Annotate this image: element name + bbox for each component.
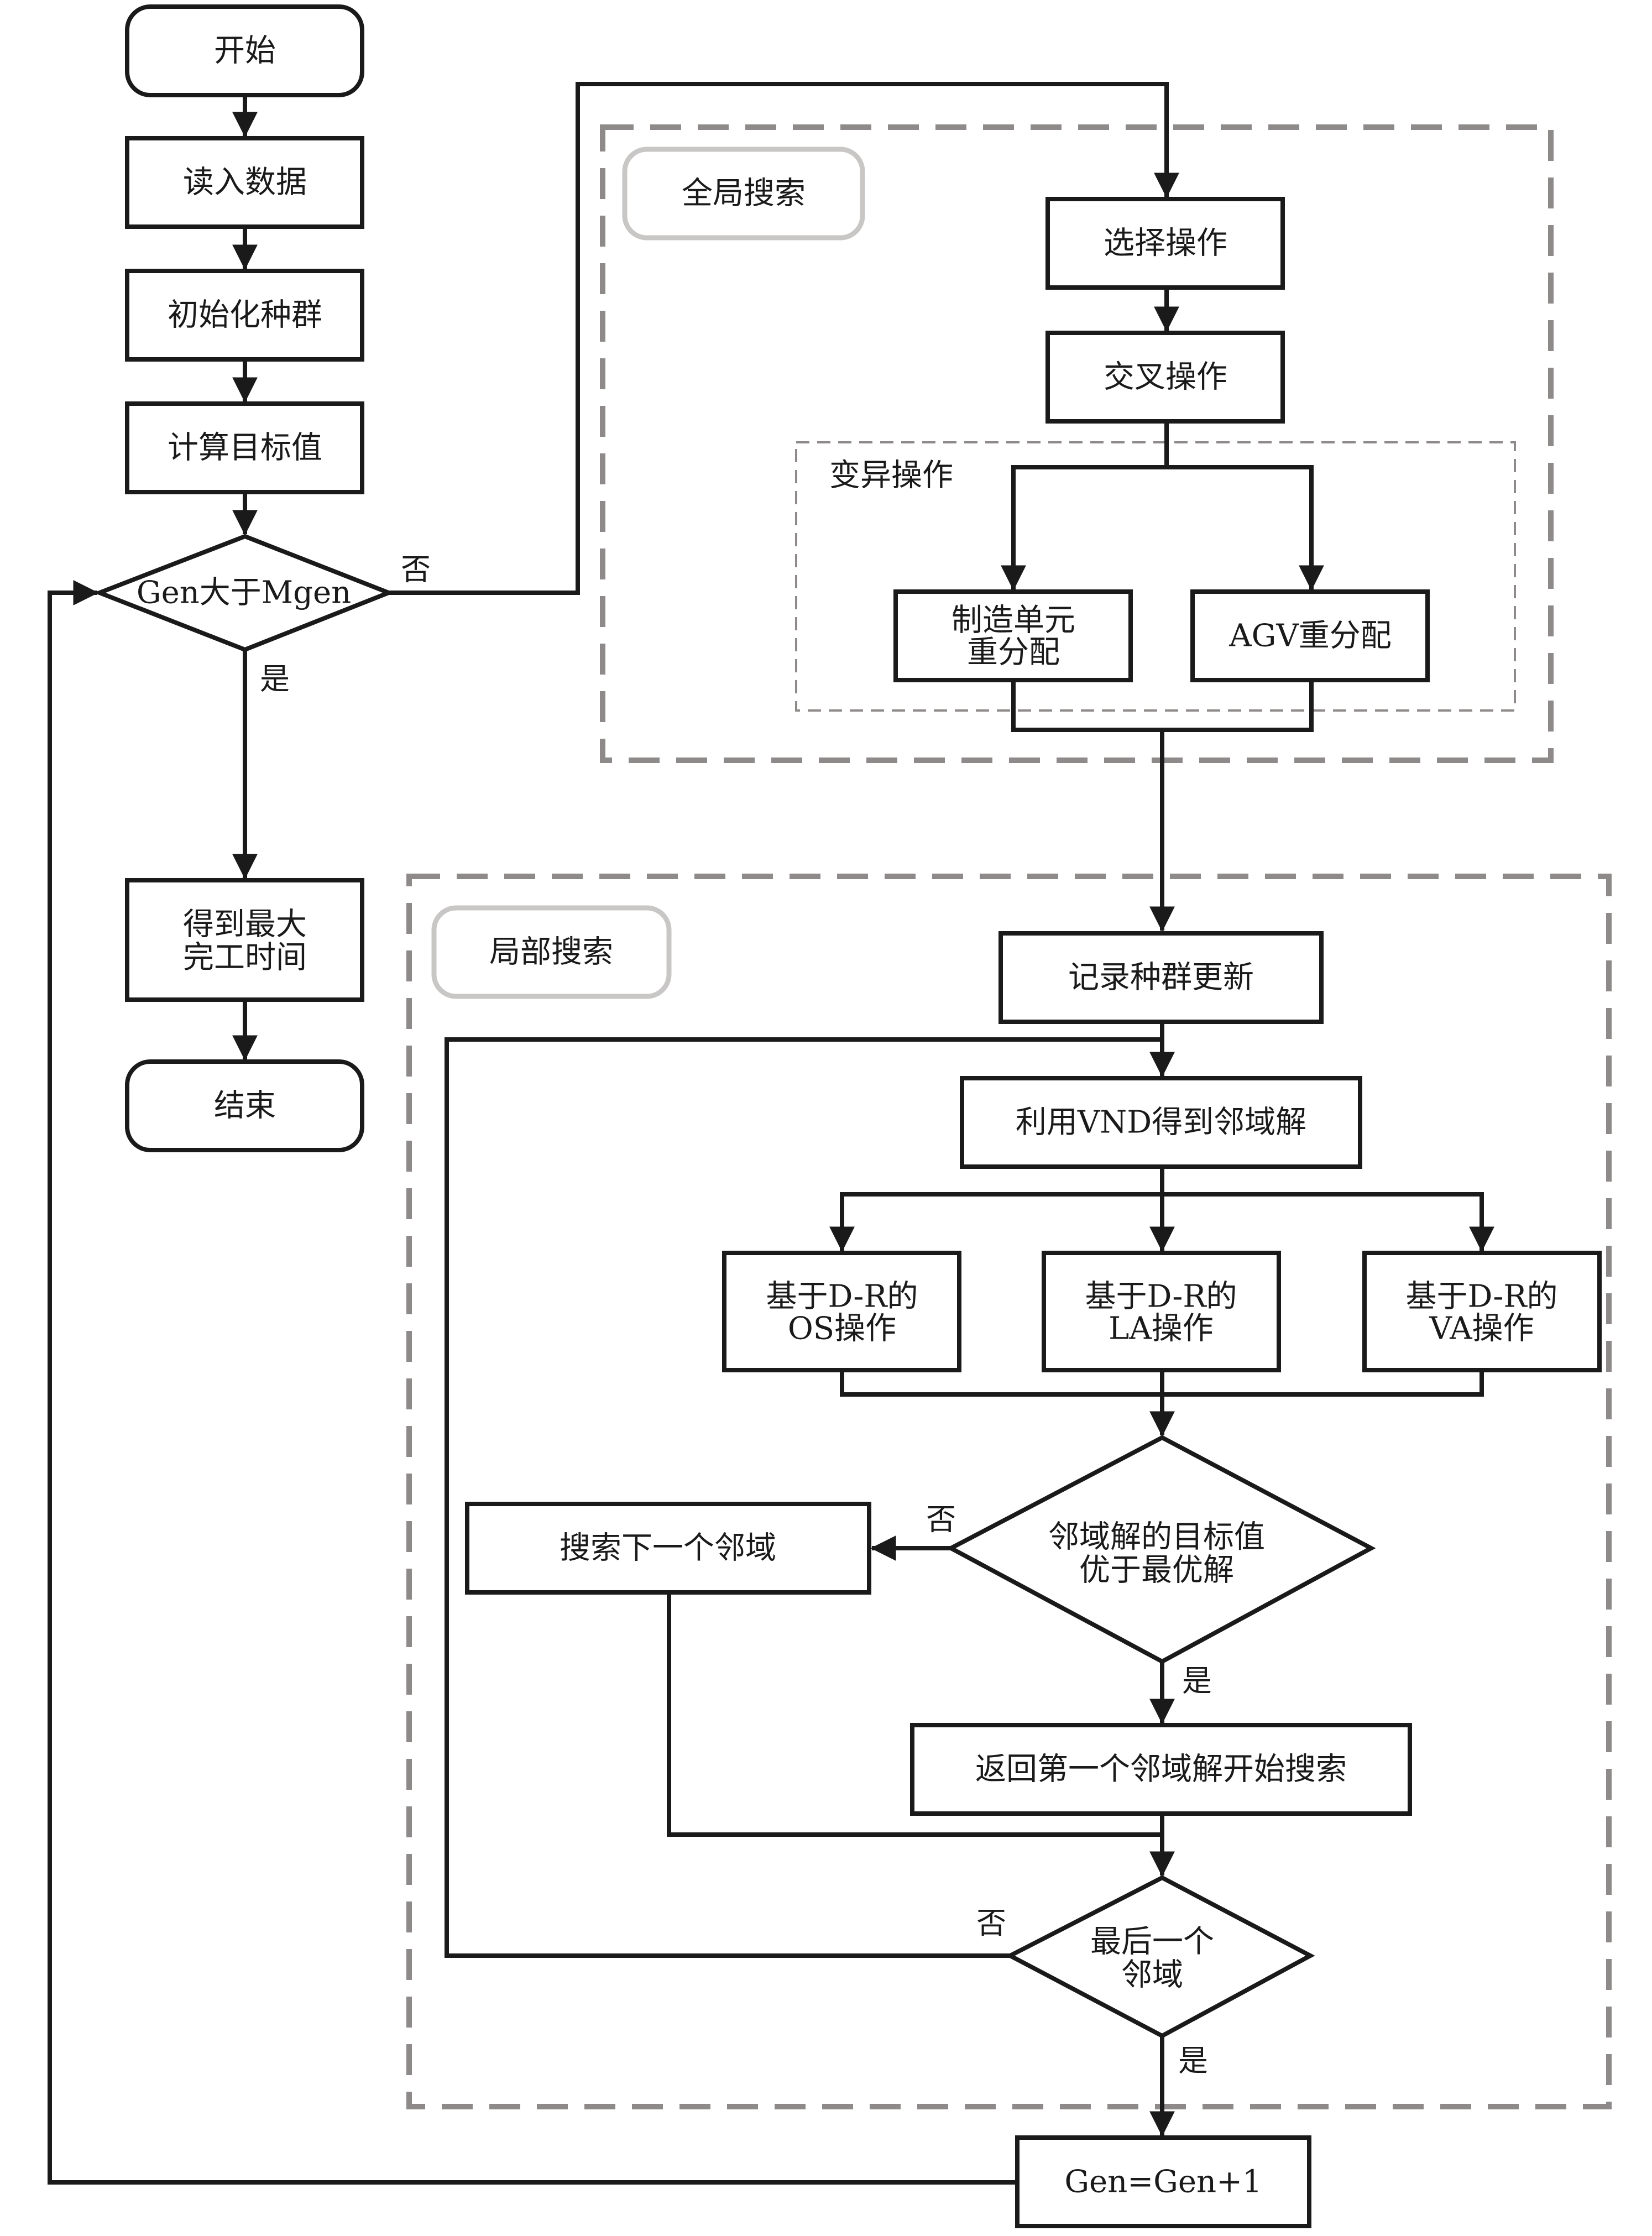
record-update-label: 记录种群更新 <box>1068 960 1254 996</box>
edge-cell-merge <box>1011 680 1314 732</box>
global-search-frame <box>600 124 1554 763</box>
restart-node <box>910 1723 1412 1816</box>
calc-objective-node <box>125 401 364 494</box>
crossover-label: 交叉操作 <box>1104 359 1227 395</box>
restart-label: 返回第一个邻域解开始搜索 <box>975 1752 1347 1788</box>
agv-reassign-node <box>1190 589 1430 682</box>
next-neighbor-label: 搜索下一个邻域 <box>560 1530 776 1566</box>
start-node <box>125 4 364 97</box>
better-check-decision <box>946 1435 1376 1664</box>
gen-increment-node <box>1015 2135 1311 2228</box>
mutation-title: 变异操作 <box>829 458 953 494</box>
end-node <box>125 1059 364 1152</box>
better-check-label-2: 优于最优解 <box>1079 1553 1234 1589</box>
va-op-label-1: 基于D-R的 <box>1405 1279 1557 1315</box>
record-update-node <box>998 931 1324 1024</box>
selection-label: 选择操作 <box>1104 226 1227 262</box>
start-label: 开始 <box>214 33 276 69</box>
makespan-node <box>125 878 364 1002</box>
last-neighbor-yes: 是 <box>1178 2044 1208 2078</box>
gen-check-no: 否 <box>401 552 431 587</box>
init-population-node <box>125 269 364 362</box>
better-check-no: 否 <box>926 1502 956 1537</box>
calc-objective-label: 计算目标值 <box>168 430 322 466</box>
cell-reassign-label-2: 重分配 <box>967 635 1060 671</box>
read-data-label: 读入数据 <box>183 165 307 201</box>
read-data-node <box>125 136 364 229</box>
selection-node <box>1045 197 1285 290</box>
os-op-label-2: OS操作 <box>788 1311 896 1347</box>
va-op-label-2: VA操作 <box>1429 1311 1534 1347</box>
la-op-node <box>1042 1251 1281 1372</box>
edge-gencheck-selection <box>389 82 1179 595</box>
gen-check-yes: 是 <box>260 662 290 697</box>
edge-crossover-agv <box>1167 465 1324 591</box>
cell-reassign-label-1: 制造单元 <box>952 603 1075 639</box>
better-check-yes: 是 <box>1182 1664 1212 1699</box>
makespan-label-2: 完工时间 <box>183 940 307 976</box>
init-population-label: 初始化种群 <box>168 297 322 333</box>
mutation-frame <box>795 441 1516 712</box>
os-op-label-1: 基于D-R的 <box>766 1279 918 1315</box>
makespan-label-1: 得到最大 <box>183 907 307 943</box>
la-op-label-2: LA操作 <box>1109 1311 1214 1347</box>
edge-increment-gencheck <box>48 580 1017 2185</box>
edge-crossover-cell <box>1001 421 1169 591</box>
agv-reassign-label: AGV重分配 <box>1228 618 1392 654</box>
gen-increment-label: Gen=Gen+1 <box>1064 2164 1262 2200</box>
la-op-label-1: 基于D-R的 <box>1085 1279 1237 1315</box>
last-neighbor-label-2: 邻域 <box>1121 1957 1183 1993</box>
gen-check-label: Gen大于Mgen <box>137 575 351 611</box>
edge-vnd-va <box>1162 1192 1494 1252</box>
local-search-tag <box>431 905 672 999</box>
vnd-node <box>960 1076 1362 1169</box>
cell-reassign-node <box>893 589 1133 682</box>
gen-check-decision <box>93 534 395 652</box>
global-search-tag <box>622 147 865 241</box>
crossover-node <box>1045 331 1285 424</box>
end-label: 结束 <box>214 1088 276 1124</box>
global-search-title: 全局搜索 <box>682 176 806 212</box>
va-op-node <box>1362 1251 1602 1372</box>
edge-loop-back <box>445 1037 1162 1958</box>
better-check-label-1: 邻域解的目标值 <box>1048 1519 1265 1555</box>
last-neighbor-no: 否 <box>976 1906 1006 1941</box>
vnd-label: 利用VND得到邻域解 <box>1016 1105 1306 1141</box>
os-op-node <box>722 1251 961 1372</box>
local-search-title: 局部搜索 <box>489 934 613 970</box>
edge-vnd-os <box>829 1167 1164 1252</box>
edge-next-merge <box>667 1592 1162 1837</box>
last-neighbor-decision <box>1005 1875 1315 2039</box>
local-search-frame <box>406 874 1612 2109</box>
next-neighbor-node <box>465 1502 871 1595</box>
last-neighbor-label-1: 最后一个 <box>1090 1924 1214 1960</box>
